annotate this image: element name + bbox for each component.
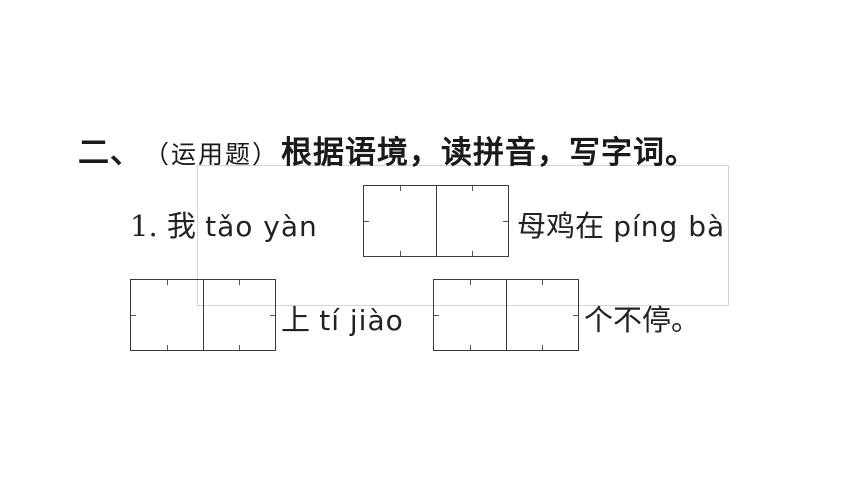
question-type-label: （运用题） [144,140,280,169]
pinyin-tao-yan: tǎo yàn [205,210,318,243]
item-text-ge-bu-ting: 个不停。 [584,303,701,337]
pinyin-ti-jiao: tí jiào [319,304,404,337]
answer-box-1[interactable] [363,185,509,257]
item-1-line-1-tail: 母鸡在 píng bà [517,203,725,245]
pinyin-ping-ba: píng bà [613,210,726,243]
answer-box-2[interactable] [130,279,276,351]
item-1-line-1: 1. 我 tǎo yàn [130,203,318,245]
item-1-line-2: 上 tí jiào [281,297,404,339]
answer-box-3[interactable] [433,279,579,351]
item-text-wo: 我 [166,209,196,243]
section-number: 二、 [78,135,142,171]
item-text-mu-ji-zai: 母鸡在 [517,209,605,243]
faint-frame-outline [197,165,729,306]
section-heading: 二、 （运用题） 根据语境，读拼音，写字词。 [78,127,697,171]
item-text-shang: 上 [281,303,311,337]
section-instruction: 根据语境，读拼音，写字词。 [281,135,698,171]
item-number: 1. [130,209,158,243]
item-1-line-2-tail: 个不停。 [584,297,700,339]
